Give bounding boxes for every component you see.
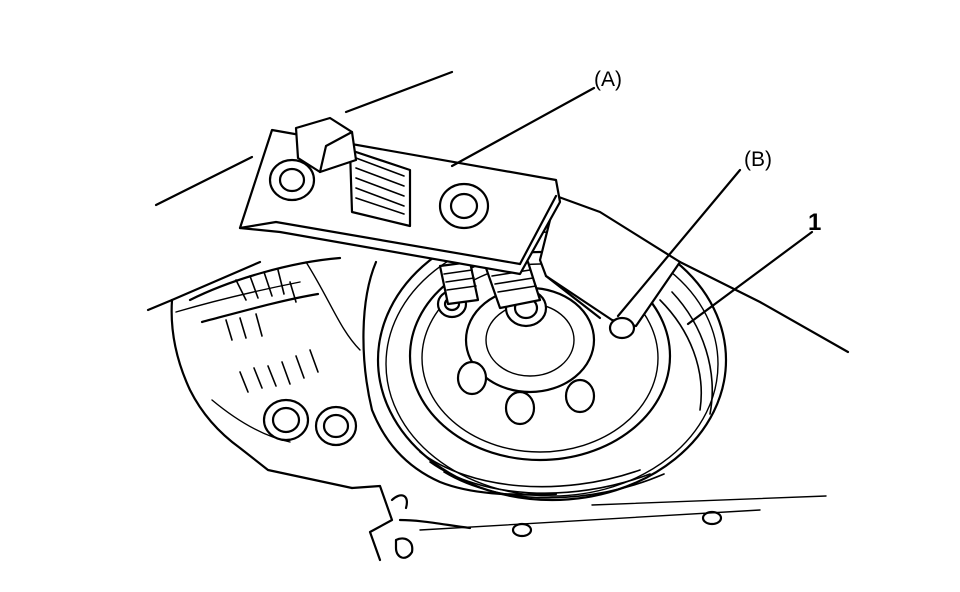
leader-line-b — [616, 168, 742, 318]
label-a: (A) — [594, 68, 622, 91]
leader-line-1 — [686, 230, 814, 326]
housing-bolts — [262, 398, 358, 447]
leader-line-a — [450, 86, 596, 168]
tool-screws — [438, 260, 542, 310]
engine-housing — [170, 256, 723, 562]
label-b: (B) — [744, 148, 772, 171]
tool-a-puller — [238, 116, 562, 276]
label-1: 1 — [808, 209, 821, 236]
leader-lines — [450, 86, 814, 326]
